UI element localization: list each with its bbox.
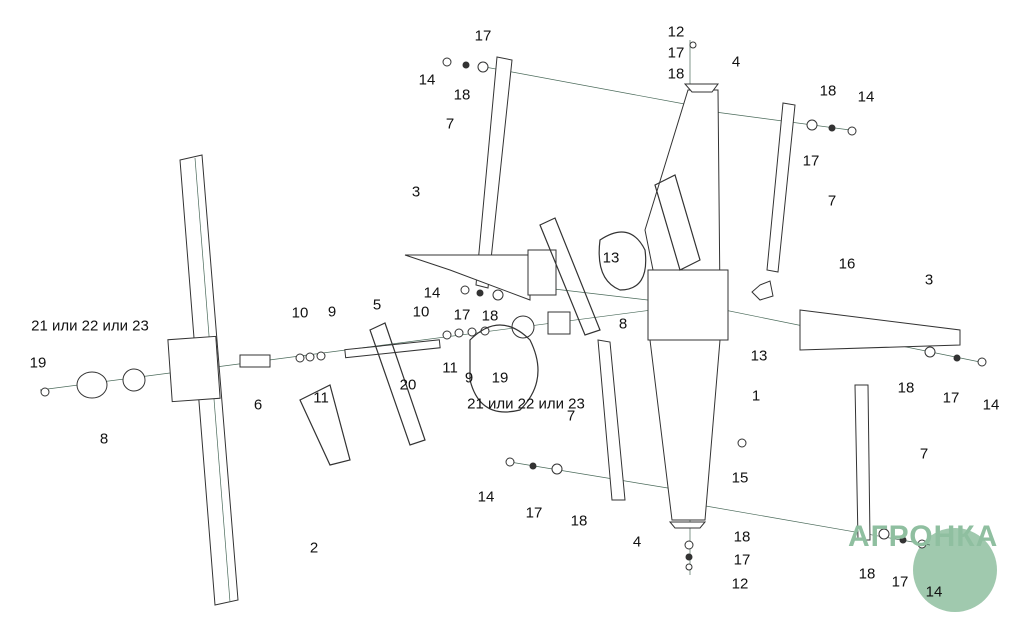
- part-7-blade: [766, 102, 796, 273]
- callout-label: 1: [751, 387, 761, 405]
- callout-label: 18: [858, 565, 876, 583]
- callout-label: 7: [919, 445, 929, 463]
- bearing: [122, 368, 146, 392]
- washers: [40, 41, 987, 571]
- part-8-bearing: [76, 371, 108, 399]
- part-7-blade: [597, 339, 626, 501]
- callout-label: 14: [925, 583, 943, 601]
- callout-label: 14: [982, 396, 1000, 414]
- part-5-shaft: [344, 339, 441, 359]
- watermark-nka-by: [299, 174, 701, 466]
- callout-label: 18: [897, 379, 915, 397]
- callout-label: 15: [731, 469, 749, 487]
- callout-label: 5: [372, 296, 382, 314]
- callout-label: 8: [99, 430, 109, 448]
- callout-label: 11: [313, 389, 329, 407]
- callout-label: 18: [819, 82, 837, 100]
- part-1-frame-bottom: [649, 339, 721, 521]
- callout-label: 14: [857, 88, 875, 106]
- part-3-arm: [404, 254, 531, 301]
- callout-label: 10: [412, 303, 430, 321]
- leader-lines: [39, 40, 986, 575]
- part-6-bushing: [239, 354, 271, 368]
- callout-label: 6: [253, 396, 263, 414]
- callout-label: 21 или 22 или 23: [467, 395, 585, 413]
- callout-label: 17: [942, 389, 960, 407]
- callout-label: 12: [731, 575, 749, 593]
- callout-label: 21 или 22 или 23: [31, 317, 149, 335]
- callout-label: 18: [453, 86, 471, 104]
- callout-label: 17: [891, 573, 909, 591]
- callout-label: 4: [731, 53, 741, 71]
- callout-label: 12: [667, 23, 685, 41]
- part-4-plate-bottom: [668, 521, 707, 529]
- part-7-blade: [475, 56, 513, 289]
- beam-hub: [167, 335, 221, 403]
- callout-label: 14: [423, 284, 441, 302]
- callout-label: 2: [309, 539, 319, 557]
- callout-label: 18: [733, 528, 751, 546]
- callout-label: 16: [838, 255, 856, 273]
- part-3-arm: [799, 309, 961, 351]
- agronka-logo: АГРОНКА: [848, 520, 999, 553]
- part-16-nut: [751, 280, 774, 301]
- callout-label: 18: [481, 307, 499, 325]
- callout-label: 17: [453, 306, 471, 324]
- callout-label: 7: [445, 115, 455, 133]
- callout-label: 11: [442, 359, 458, 377]
- callout-label: 19: [29, 354, 47, 372]
- callout-label: 17: [667, 44, 685, 62]
- callout-label: 9: [464, 369, 474, 387]
- logo-circle: [913, 528, 997, 612]
- part-7-blade: [854, 384, 871, 541]
- callout-label: 20: [399, 376, 417, 394]
- callout-label: 17: [474, 27, 492, 45]
- callout-label: 19: [491, 369, 509, 387]
- callout-label: 3: [411, 183, 421, 201]
- bearing: [511, 315, 535, 339]
- callout-label: 13: [750, 347, 768, 365]
- arm-bracket: [527, 249, 557, 296]
- callout-label: 7: [827, 192, 837, 210]
- callout-label: 10: [291, 304, 309, 322]
- callout-label: 17: [525, 504, 543, 522]
- callout-label: 9: [327, 303, 337, 321]
- callout-label: 7: [566, 407, 576, 425]
- callout-label: 18: [570, 512, 588, 530]
- part-4-plate-top: [683, 83, 719, 93]
- callout-label: 17: [733, 551, 751, 569]
- callout-label: 3: [924, 271, 934, 289]
- callout-label: 18: [667, 65, 685, 83]
- callout-label: 13: [602, 249, 620, 267]
- callout-label: 8: [618, 315, 628, 333]
- callout-label: 14: [477, 488, 495, 506]
- frame-hub: [647, 269, 729, 341]
- part-8-block: [547, 311, 571, 335]
- callout-label: 4: [632, 533, 642, 551]
- callout-label: 17: [802, 152, 820, 170]
- callout-label: 14: [418, 71, 436, 89]
